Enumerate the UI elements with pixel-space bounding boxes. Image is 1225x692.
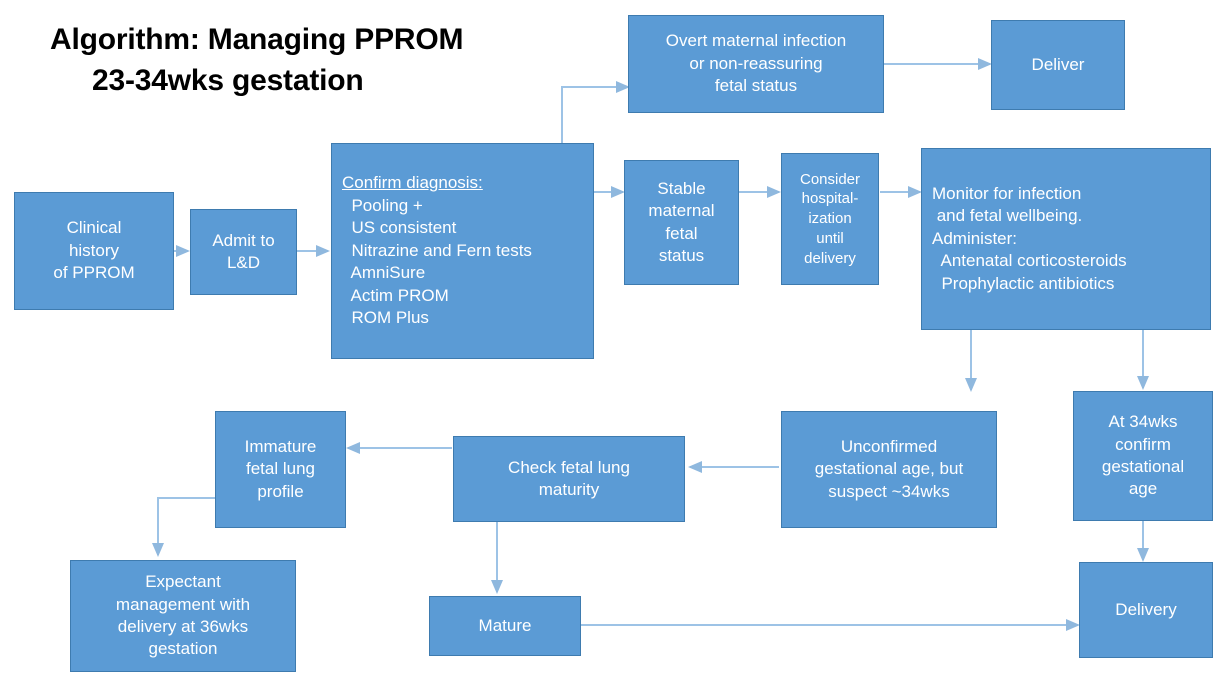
node-line: of PPROM [53,263,135,283]
node-line: Expectant [145,572,221,592]
node-line: hospital- [801,190,859,208]
node-line: delivery [804,249,856,267]
node-line: maturity [538,480,600,499]
node-line: Consider [799,170,861,188]
node-clinical-history[interactable]: Clinical history of PPROM [14,192,174,310]
node-line: Clinical [66,218,122,238]
edge-immature-to-expectant [152,497,215,557]
node-line: gestation [148,639,218,659]
node-line: profile [257,481,304,501]
node-line: history [68,240,120,260]
node-line: AmniSure [342,263,426,283]
node-monitor[interactable]: Monitor for infection and fetal wellbein… [921,148,1211,330]
node-unconfirmed-age[interactable]: Unconfirmed gestational age, but suspect… [781,411,997,528]
node-deliver[interactable]: Deliver [991,20,1125,110]
node-confirm-diagnosis[interactable]: Confirm diagnosis: Pooling + US consiste… [331,143,594,359]
node-line: Antenatal corticosteroids [932,251,1127,271]
node-line: confirm [1115,434,1171,454]
node-line: status [658,245,705,265]
node-line: delivery at 36wks [117,617,249,636]
node-line: Mature [478,615,532,635]
node-line: Prophylactic antibiotics [932,273,1115,293]
node-line: fetal status [714,76,798,96]
node-line: ROM Plus [342,308,429,328]
node-consider-hospitalization[interactable]: Consider hospital- ization until deliver… [781,153,879,285]
node-line: Deliver [1031,54,1085,74]
node-check-lung-maturity[interactable]: Check fetal lung maturity [453,436,685,522]
node-line: Overt maternal infection [665,31,847,51]
node-line: Administer: [932,228,1018,248]
node-line: fetal lung [246,459,315,479]
node-line: Actim PROM [342,285,449,305]
node-line: until [816,229,844,247]
node-line: Stable [657,178,706,198]
node-admit-ld[interactable]: Admit to L&D [190,209,297,295]
node-line: Pooling + [342,195,423,215]
node-line: Delivery [1115,599,1177,619]
node-line: maternal [648,201,715,221]
node-line: management with [115,594,251,614]
node-line: fetal [665,223,698,243]
node-line: ization [808,210,852,228]
node-line: Unconfirmed [840,436,938,456]
node-at-34wks[interactable]: At 34wks confirm gestational age [1073,391,1213,521]
node-expectant-management[interactable]: Expectant management with delivery at 36… [70,560,296,672]
node-line: Immature [244,436,317,456]
node-line: Nitrazine and Fern tests [342,240,532,260]
node-mature[interactable]: Mature [429,596,581,656]
node-line: At 34wks [1108,412,1178,432]
node-line: gestational age, but [814,459,964,479]
node-delivery[interactable]: Delivery [1079,562,1213,658]
node-overt-infection[interactable]: Overt maternal infection or non-reassuri… [628,15,884,113]
node-line: US consistent [342,218,457,238]
node-line: L&D [226,253,261,272]
node-line: suspect ~34wks [828,481,950,501]
title-line-1: Algorithm: Managing PPROM [50,23,464,56]
edge-confirm-to-overt [561,81,630,143]
node-line: age [1128,479,1158,499]
title-line-2: 23-34wks gestation [92,63,364,97]
page-title: Algorithm: Managing PPROM 23-34wks gesta… [50,20,570,101]
node-line: Admit to [212,230,275,250]
node-line: gestational [1101,457,1185,476]
node-line: and fetal wellbeing. [932,206,1083,226]
node-line: Check fetal lung [508,457,630,477]
node-stable-status[interactable]: Stable maternal fetal status [624,160,739,285]
node-immature-profile[interactable]: Immature fetal lung profile [215,411,346,528]
node-line: or non-reassuring [689,53,823,73]
node-heading: Confirm diagnosis: [342,173,483,193]
node-line: Monitor for infection [932,183,1082,203]
